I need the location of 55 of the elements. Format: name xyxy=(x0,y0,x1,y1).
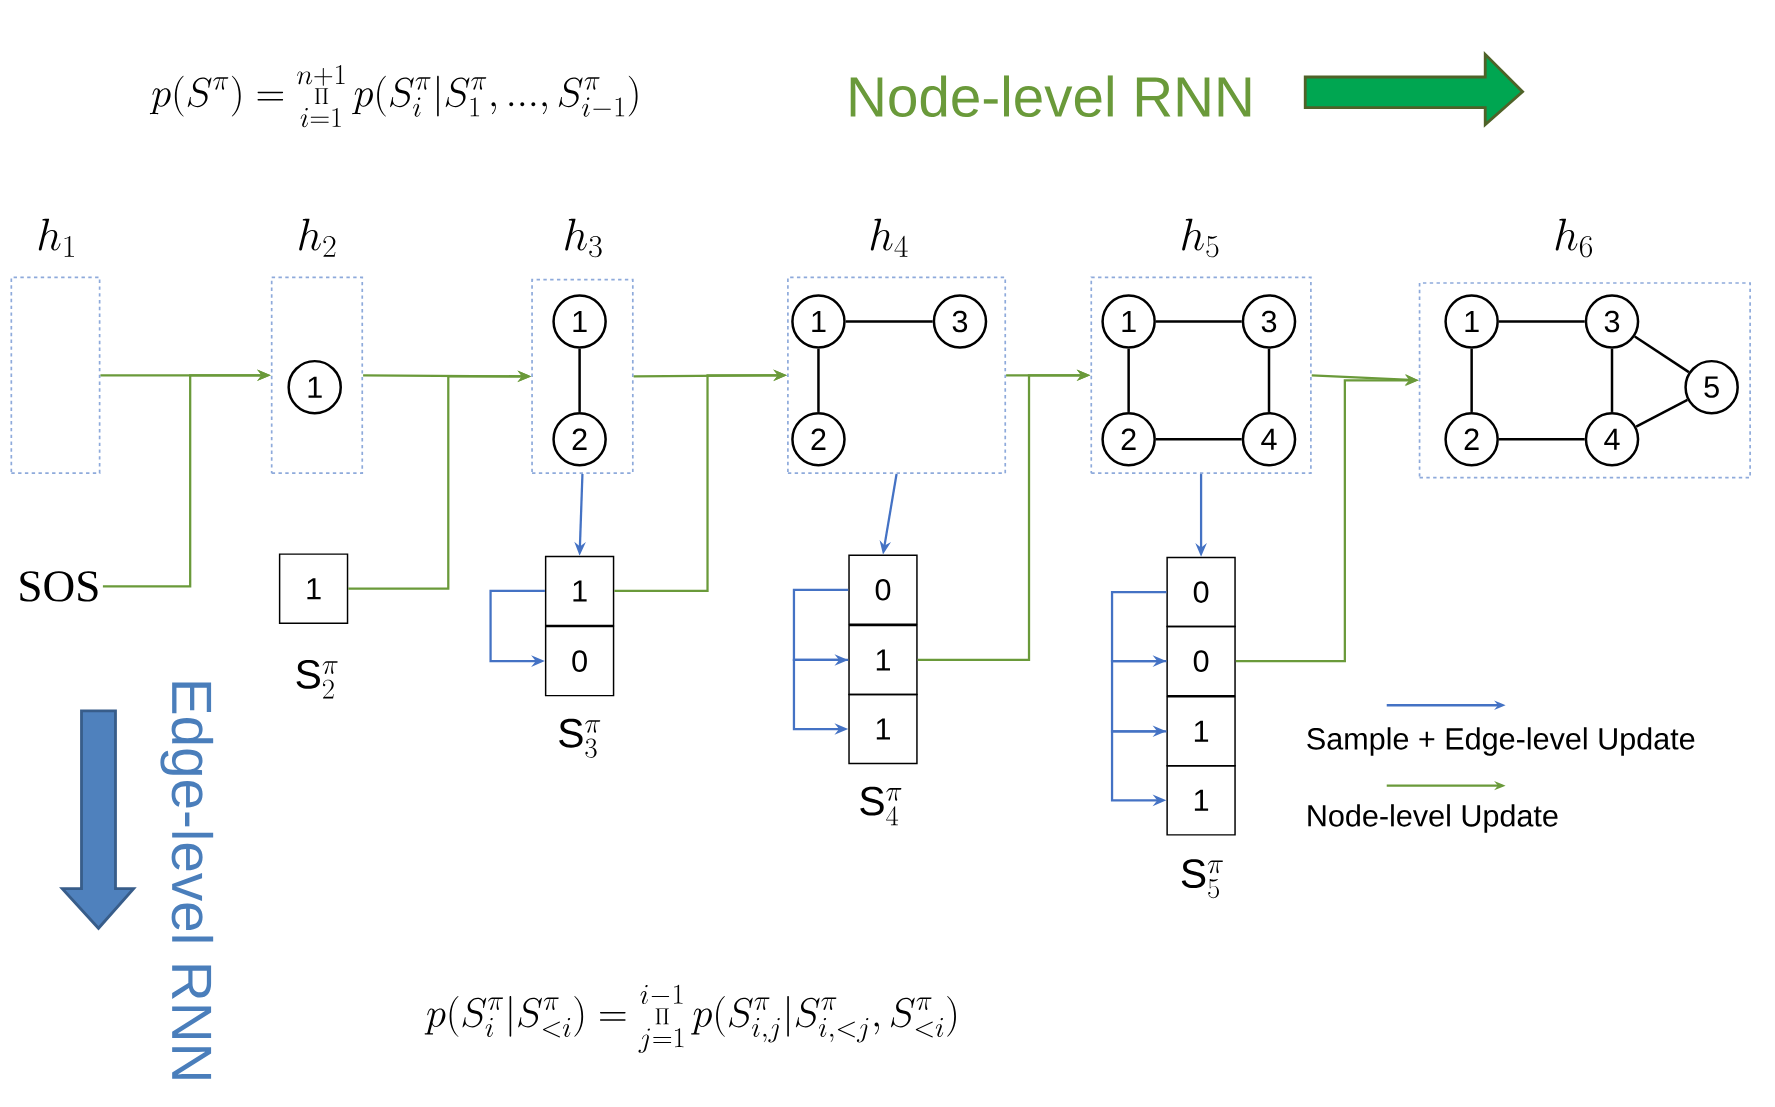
graph-node: 4 xyxy=(1584,411,1640,467)
graph-node: 5 xyxy=(1684,359,1739,415)
box-heading: $h_5$ xyxy=(1182,218,1219,258)
sequence-label: $\mathrm{S}^{\pi}_{2}$ xyxy=(296,659,338,699)
graph-node: 3 xyxy=(1241,294,1297,349)
graph-edge xyxy=(1610,348,1614,412)
graph-edge xyxy=(1155,320,1242,323)
sequence-cell: 1 xyxy=(1166,696,1236,767)
sequence-cell: 1 xyxy=(278,553,349,624)
graph-node: 2 xyxy=(791,411,846,467)
sequence-cell: 1 xyxy=(848,693,918,765)
box-heading: $h_2$ xyxy=(299,218,336,257)
graph-node: 1 xyxy=(1444,294,1499,349)
legend-text: Sample + Edge-level Update xyxy=(1307,727,1695,756)
graph-edge xyxy=(845,320,933,323)
sequence-label: $\mathrm{S}^{\pi}_{3}$ xyxy=(559,718,601,758)
graph-edge xyxy=(1498,437,1585,441)
graph-edge xyxy=(1498,320,1585,323)
sequence-cell: 1 xyxy=(848,624,918,696)
graph-node: 3 xyxy=(1584,294,1640,349)
graph-node: 2 xyxy=(552,411,607,467)
sequence-cell: 0 xyxy=(848,554,918,625)
sequence-cell: 1 xyxy=(544,555,615,627)
graph-edge xyxy=(1127,348,1130,412)
sequence-cell: 0 xyxy=(1166,625,1236,697)
sequence-cell: 0 xyxy=(1166,556,1236,628)
graph-edge xyxy=(817,348,820,412)
box-heading: $h_3$ xyxy=(565,218,602,258)
graph-node: 1 xyxy=(1101,294,1156,349)
graph-node: 2 xyxy=(1444,411,1499,467)
graph-edge xyxy=(1470,348,1473,412)
graph-node: 1 xyxy=(552,294,607,349)
start-token: SOS xyxy=(20,571,98,602)
box-heading: $h_4$ xyxy=(870,218,908,257)
sequence-cell: 1 xyxy=(1166,765,1236,836)
graph-edge xyxy=(578,348,581,412)
sequence-cell: 0 xyxy=(544,625,615,697)
graph-node: 2 xyxy=(1101,411,1156,467)
rnn-label: Edge-level RNN xyxy=(160,682,214,1079)
legend-text: Node-level Update xyxy=(1308,804,1558,833)
rnn-label: Node-level RNN xyxy=(850,75,1251,117)
box-heading: $h_1$ xyxy=(38,218,74,257)
graph-node: 1 xyxy=(791,294,846,349)
formula: $p(S^{\pi}) = \prod_{i=1}^{n+1} p(S^{\pi}_{i} | S^{\pi}_{1}, ..., S^{\pi}_{i-1})$ xyxy=(149,65,638,128)
graph-edge xyxy=(1155,437,1242,441)
graph-edge xyxy=(1267,348,1271,412)
formula: $p(S^{\pi}_{i} | S^{\pi}_{<i}) = \prod_{j=1}^{i-1} p(S^{\pi}_{i,j} | S^{\pi}_{i,<j}, S^{\pi}_{<i})$ xyxy=(424,984,956,1053)
graph-edge xyxy=(1635,398,1689,428)
sequence-label: $\mathrm{S}^{\pi}_{4}$ xyxy=(860,786,902,826)
graph-node: 1 xyxy=(287,359,342,415)
graph-edge xyxy=(1634,335,1690,374)
box-heading: $h_6$ xyxy=(1555,218,1593,258)
sequence-label: $\mathrm{S}^{\pi}_{5}$ xyxy=(1181,859,1223,899)
graph-node: 3 xyxy=(932,294,988,349)
graph-node: 4 xyxy=(1241,411,1297,467)
